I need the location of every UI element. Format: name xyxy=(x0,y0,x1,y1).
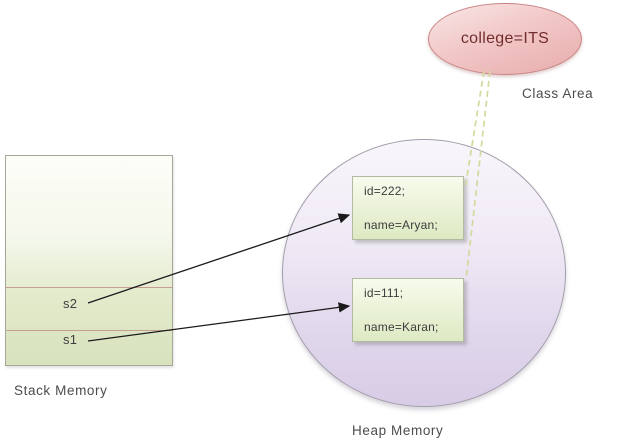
object-field-id: id=111; xyxy=(364,286,404,300)
stack-slot-s2-label: s2 xyxy=(63,296,78,311)
stack-slot-divider-top xyxy=(6,287,172,288)
object-field-name: name=Karan; xyxy=(364,320,439,334)
heap-memory-caption: Heap Memory xyxy=(352,423,444,438)
class-area-caption: Class Area xyxy=(522,86,594,101)
stack-memory-caption: Stack Memory xyxy=(14,383,108,398)
stack-slot-s1-label: s1 xyxy=(63,332,78,347)
object-field-name: name=Aryan; xyxy=(364,218,438,232)
stack-slot-divider-bottom xyxy=(6,330,172,331)
static-variable-value: college=ITS xyxy=(460,30,550,47)
class-area-ellipse: college=ITS xyxy=(428,3,582,75)
stack-memory-box xyxy=(5,155,173,366)
object-field-id: id=222; xyxy=(364,184,406,198)
heap-object-aryan: id=222; name=Aryan; xyxy=(352,176,464,240)
heap-object-karan: id=111; name=Karan; xyxy=(352,278,464,342)
